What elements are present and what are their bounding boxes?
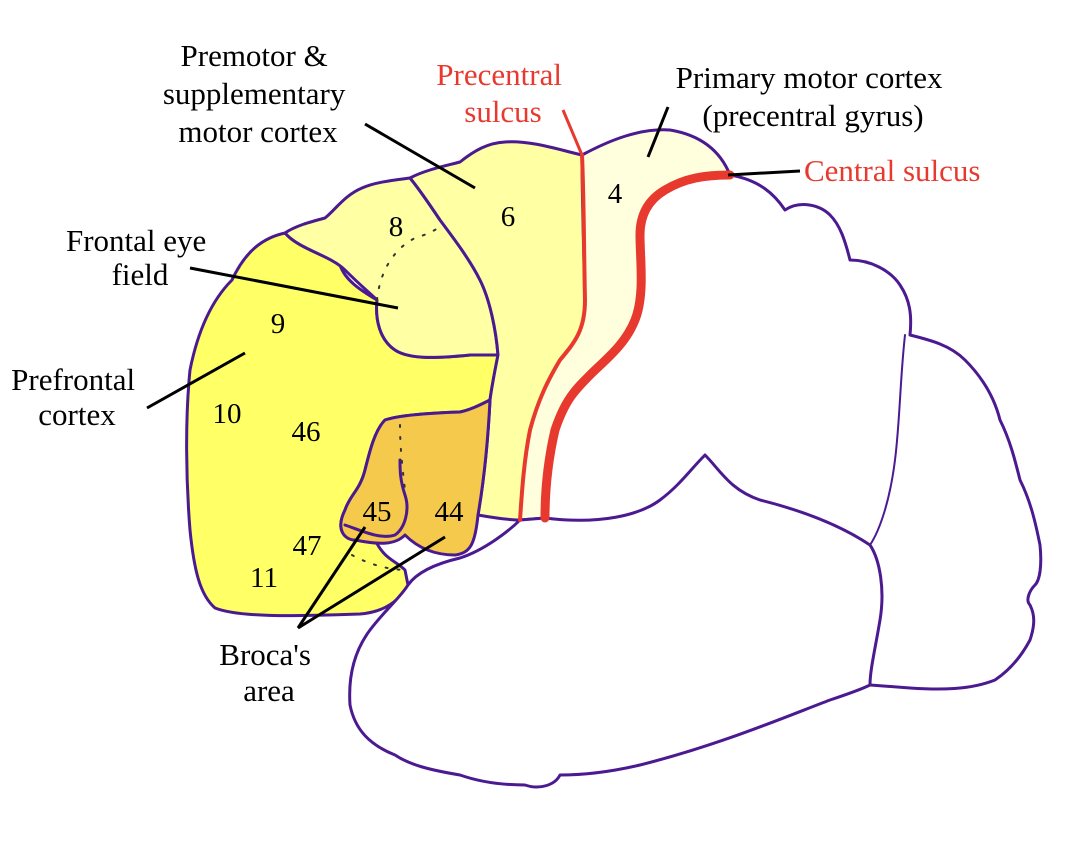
posterior-brain-outline	[348, 453, 884, 789]
central-sulcus-label: Central sulcus	[804, 153, 981, 188]
broca-45-boundary	[343, 458, 409, 538]
precentral-sulcus-line	[518, 153, 587, 522]
area-9-number: 9	[271, 308, 286, 340]
area-11-number: 11	[250, 562, 278, 594]
area-44-number: 44	[435, 496, 465, 528]
prefrontal-pointer	[146, 351, 246, 410]
area-45-number: 45	[363, 496, 392, 528]
frontal-eye-pointer	[189, 266, 399, 310]
area-8-dotted-boundary	[376, 227, 439, 301]
area-8-number: 8	[389, 211, 404, 243]
central-sulcus-line	[540, 170, 735, 523]
frontal-eye-label: Frontal eye field	[66, 223, 214, 292]
central-sulcus-pointer	[727, 169, 801, 177]
prefrontal-label: Prefrontal cortex	[11, 362, 143, 432]
broca-label: Broca's area	[219, 637, 318, 708]
broca-pointer-44	[297, 535, 446, 630]
area-10-number: 10	[213, 398, 242, 430]
outer-right-outline	[728, 173, 1043, 691]
broca-pointer-45	[296, 526, 367, 629]
parietal-division	[869, 334, 906, 546]
broca-region	[339, 398, 492, 557]
area-46-number: 46	[292, 416, 321, 448]
pointer-lines	[146, 106, 670, 630]
premotor-label: Premotor & supplementary motor cortex	[163, 38, 353, 149]
primary-motor-label: Primary motor cortex (precentral gyrus)	[676, 60, 951, 133]
area-6-number: 6	[501, 201, 516, 233]
premotor-pointer	[364, 122, 476, 190]
precentral-sulcus-label: Precentral sulcus	[436, 57, 569, 129]
area-47-number: 47	[293, 530, 322, 562]
primary-motor-pointer	[646, 106, 670, 158]
area-4-number: 4	[608, 178, 623, 210]
precentral-sulcus-pointer	[561, 109, 584, 156]
